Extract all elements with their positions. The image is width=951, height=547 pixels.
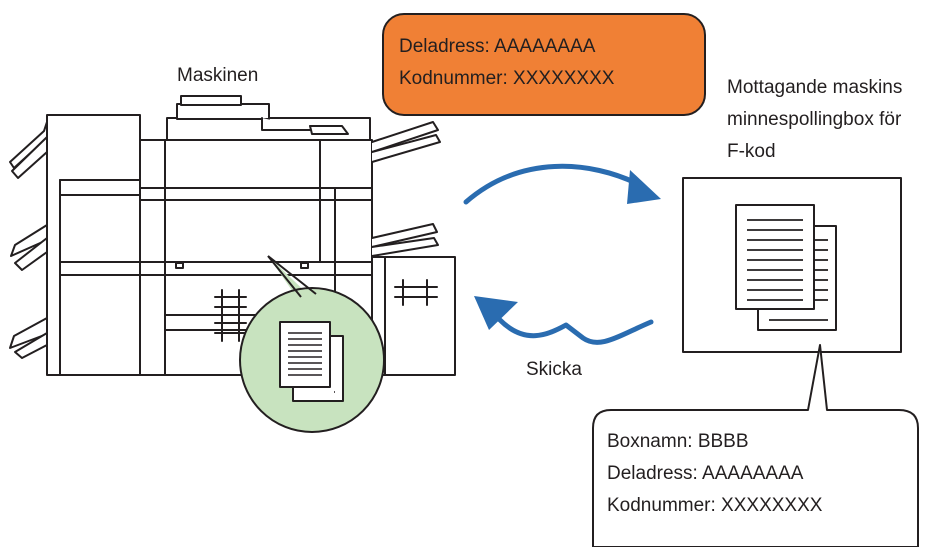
printer-illustration xyxy=(9,95,456,376)
arrow-send-back xyxy=(474,296,654,345)
callout-text: Boxnamn: BBBB Deladress: AAAAAAAA Kodnum… xyxy=(607,426,822,522)
machine-label: Maskinen xyxy=(177,65,259,86)
callout-box xyxy=(592,344,919,547)
passcode-text: Kodnummer: XXXXXXXX xyxy=(399,68,615,89)
machine-memory-bubble xyxy=(239,255,385,433)
receiving-label-line: F-kod xyxy=(727,141,776,162)
finisher-unit xyxy=(46,114,141,376)
sub-address-text: Deladress: AAAAAAAA xyxy=(607,463,804,484)
receiving-box-label: Mottagande maskins minnespollingbox för … xyxy=(727,75,902,171)
document-stack-icon xyxy=(735,204,837,331)
sender-address-box: Deladress: AAAAAAAA Kodnummer: XXXXXXXX xyxy=(382,13,706,116)
passcode-text: Kodnummer: XXXXXXXX xyxy=(607,495,823,516)
right-output-trays xyxy=(371,121,441,257)
arrow-to-receiver xyxy=(463,163,661,205)
document-stack-icon xyxy=(279,321,344,402)
send-label: Skicka xyxy=(526,359,582,380)
receiving-label-line: minnespollingbox för xyxy=(727,109,902,130)
tray-handle xyxy=(394,279,438,306)
operation-panel xyxy=(309,125,349,135)
receiving-memory-box xyxy=(682,177,902,353)
sub-address-text: Deladress: AAAAAAAA xyxy=(399,36,596,57)
left-output-trays xyxy=(9,121,48,359)
box-name-text: Boxnamn: BBBB xyxy=(607,431,749,452)
drawer-handle xyxy=(214,289,247,316)
document-feeder xyxy=(176,103,270,120)
receiving-label-line: Mottagande maskins xyxy=(727,77,903,98)
drawer-handle xyxy=(214,315,247,342)
